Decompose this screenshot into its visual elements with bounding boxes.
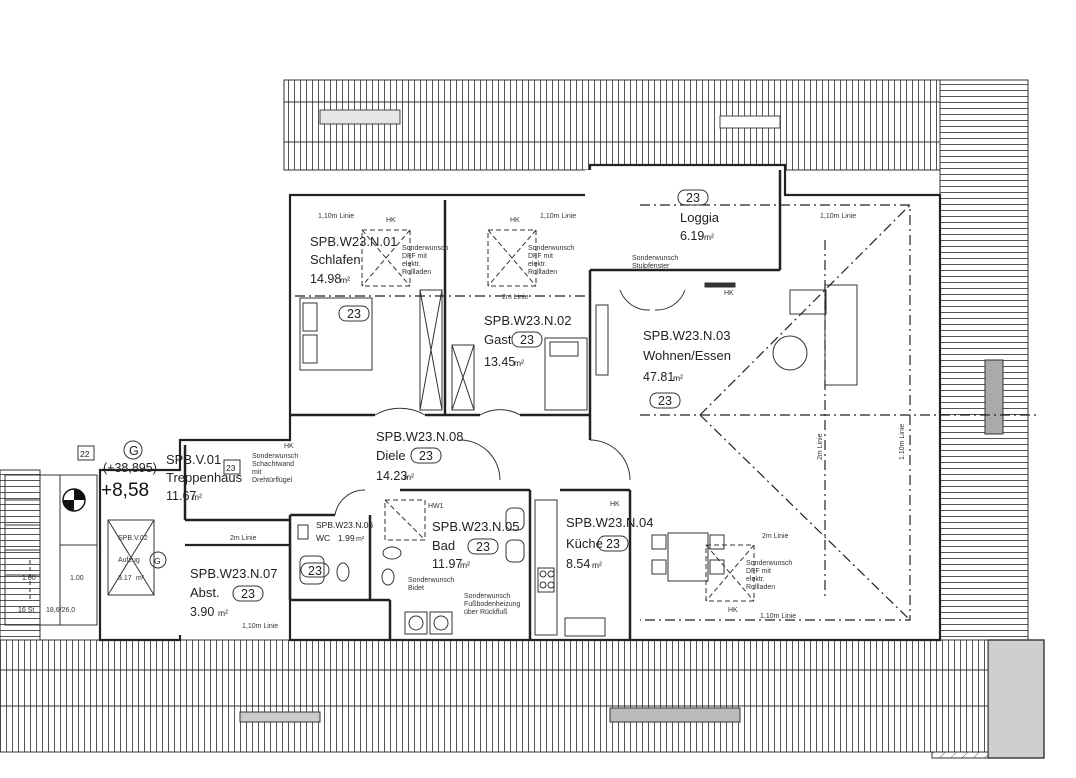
room-01-tag-frame: [338, 305, 370, 322]
hk-diele: HK: [284, 443, 294, 450]
stair-area: 11.67: [166, 489, 196, 503]
svg-text:m²: m²: [218, 608, 228, 618]
svg-text:m²: m²: [356, 536, 365, 543]
room-08-tag: 23: [419, 449, 433, 463]
lift-name: Aufzug: [118, 557, 140, 564]
room-06-code: SPB.W23.N.06: [316, 520, 373, 530]
lift-marker: G: [154, 556, 161, 566]
svg-text:m²: m²: [704, 232, 714, 242]
loggia-tag: 23: [686, 191, 700, 205]
lift-code: SPB.V.02: [118, 535, 148, 542]
room-04-name: Küche: [566, 536, 603, 551]
room-05-tag: 23: [476, 540, 490, 554]
svg-text:m²: m²: [592, 560, 602, 570]
stair-code: SPB.V.01: [166, 452, 221, 467]
room-06-name: WC: [316, 533, 330, 543]
line-2-bedrooms: 2m Linie: [502, 294, 529, 301]
room-04-code: SPB.W23.N.04: [566, 515, 653, 530]
svg-text:m²: m²: [192, 492, 202, 502]
room-05-code: SPB.W23.N.05: [432, 519, 519, 534]
furniture: [297, 282, 858, 637]
room-08-name: Diele: [376, 448, 406, 463]
roof-band-bottom: [0, 639, 989, 753]
line-2-abst: 2m Linie: [230, 535, 257, 542]
hk-kueche-2: HK: [728, 607, 738, 614]
hk-gast: HK: [510, 217, 520, 224]
line-110-abst: 1,10m Linie: [242, 623, 278, 630]
room-01-tag: 23: [347, 307, 361, 321]
svg-text:m²: m²: [404, 472, 414, 482]
stair-dim-right: 1.00: [70, 575, 84, 582]
room-05-name: Bad: [432, 538, 455, 553]
room-07-code: SPB.W23.N.07: [190, 566, 277, 581]
room-07-name: Abst.: [190, 585, 220, 600]
room-01-code: SPB.W23.N.01: [310, 234, 397, 249]
interior-walls: [183, 170, 782, 640]
room-03-tag: 23: [658, 394, 672, 408]
door-swings: [334, 289, 686, 516]
line-2-kueche: 2m Linie: [762, 533, 789, 540]
height-lines: [295, 204, 1040, 621]
line-110-gast: 1,10m Linie: [540, 213, 576, 220]
hk-kueche: HK: [610, 501, 620, 508]
room-04-tag: 23: [606, 537, 620, 551]
room-02-tag: 23: [520, 333, 534, 347]
roof-band-top: [283, 79, 1029, 171]
svg-text:m²: m²: [340, 275, 350, 285]
skylight-markers: [361, 229, 755, 602]
loggia-name: Loggia: [680, 210, 720, 225]
stair: [4, 474, 98, 626]
room-02-area: 13.45: [484, 355, 515, 369]
stair-step-ratio: 18,6/26,0: [46, 607, 75, 614]
line-110-schlafen: 1,10m Linie: [318, 213, 354, 220]
lift-area: 3.17: [118, 575, 132, 582]
stair-hatch-left: [0, 469, 41, 641]
svg-text:m²: m²: [136, 575, 145, 582]
stair-absolute-level: (+38,895): [103, 461, 157, 475]
hk-schlafen: HK: [386, 217, 396, 224]
room-02-name: Gast: [484, 332, 512, 347]
room-03-code: SPB.W23.N.03: [643, 328, 730, 343]
room-04-area: 8.54: [566, 557, 590, 571]
room-01-name: Schlafen: [310, 252, 361, 267]
shafts: [107, 289, 475, 596]
hw1-label: HW1: [428, 503, 444, 510]
room-05-area: 11.97: [432, 557, 462, 571]
line-110-wohnen: 1,10m Linie: [820, 213, 856, 220]
room-07-area: 3.90: [190, 605, 214, 619]
hk-loggia: HK: [724, 290, 734, 297]
room-08-code: SPB.W23.N.08: [376, 429, 463, 444]
room-02-code: SPB.W23.N.02: [484, 313, 571, 328]
stair-dim-left: 1.00: [22, 575, 36, 582]
loggia-area: 6.19: [680, 229, 704, 243]
room-07-tag: 23: [241, 587, 255, 601]
line-110-kueche: 1,10m Linie: [760, 613, 796, 620]
svg-text:m²: m²: [460, 560, 470, 570]
line-2-vertical: 2m Linie: [817, 433, 824, 460]
stair-name: Treppenhaus: [166, 470, 243, 485]
room-06-area: 1.99: [338, 533, 355, 543]
room-03-area: 47.81: [643, 370, 674, 384]
stair-steps: 16 St: [18, 607, 34, 614]
line-110-vertical: 1.10m Linie: [899, 424, 906, 460]
stair-level: +8,58: [101, 480, 149, 501]
room-08-area: 14.23: [376, 469, 407, 483]
stair-side-tag: 22: [80, 449, 90, 459]
room-01-area: 14.98: [310, 272, 341, 286]
svg-text:m²: m²: [514, 358, 524, 368]
stair-tag: 23: [226, 463, 236, 473]
room-03-name: Wohnen/Essen: [643, 348, 731, 363]
svg-text:m²: m²: [673, 373, 683, 383]
room-06-tag: 23: [308, 564, 322, 578]
stair-marker: G: [129, 444, 139, 458]
